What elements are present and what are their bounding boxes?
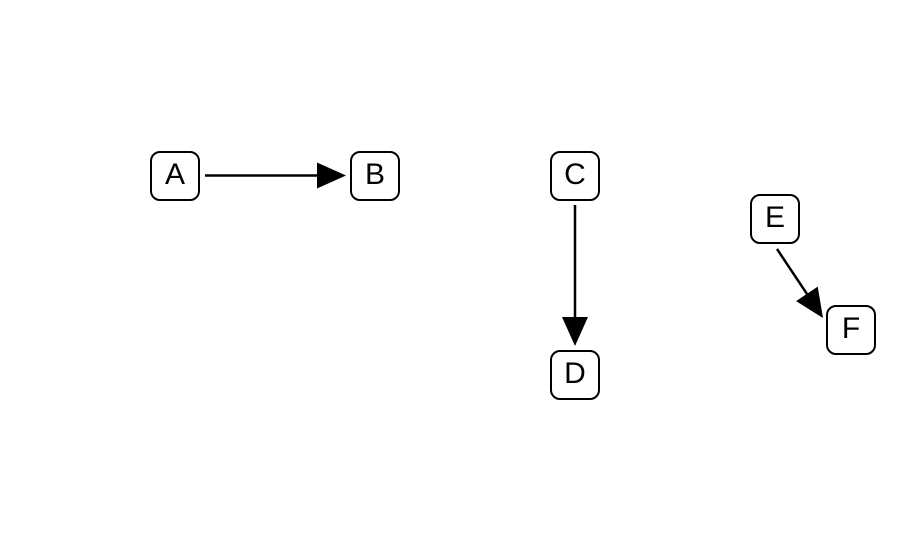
arrowhead-A-B: [317, 162, 346, 189]
node-A[interactable]: A: [150, 151, 200, 201]
node-F-label: F: [841, 312, 861, 345]
node-E[interactable]: E: [750, 194, 800, 244]
node-F[interactable]: F: [826, 305, 876, 355]
edge-E-F: [775, 248, 809, 296]
node-C-label: C: [564, 158, 586, 191]
node-B-label: B: [364, 158, 385, 191]
node-D-label: D: [564, 357, 586, 390]
node-C[interactable]: C: [550, 151, 600, 201]
arrowhead-E-F: [796, 286, 823, 318]
node-E-label: E: [764, 201, 785, 234]
arrowhead-C-D: [562, 317, 588, 346]
node-B[interactable]: B: [350, 151, 400, 201]
node-D[interactable]: D: [550, 350, 600, 400]
node-A-label: A: [164, 158, 185, 191]
